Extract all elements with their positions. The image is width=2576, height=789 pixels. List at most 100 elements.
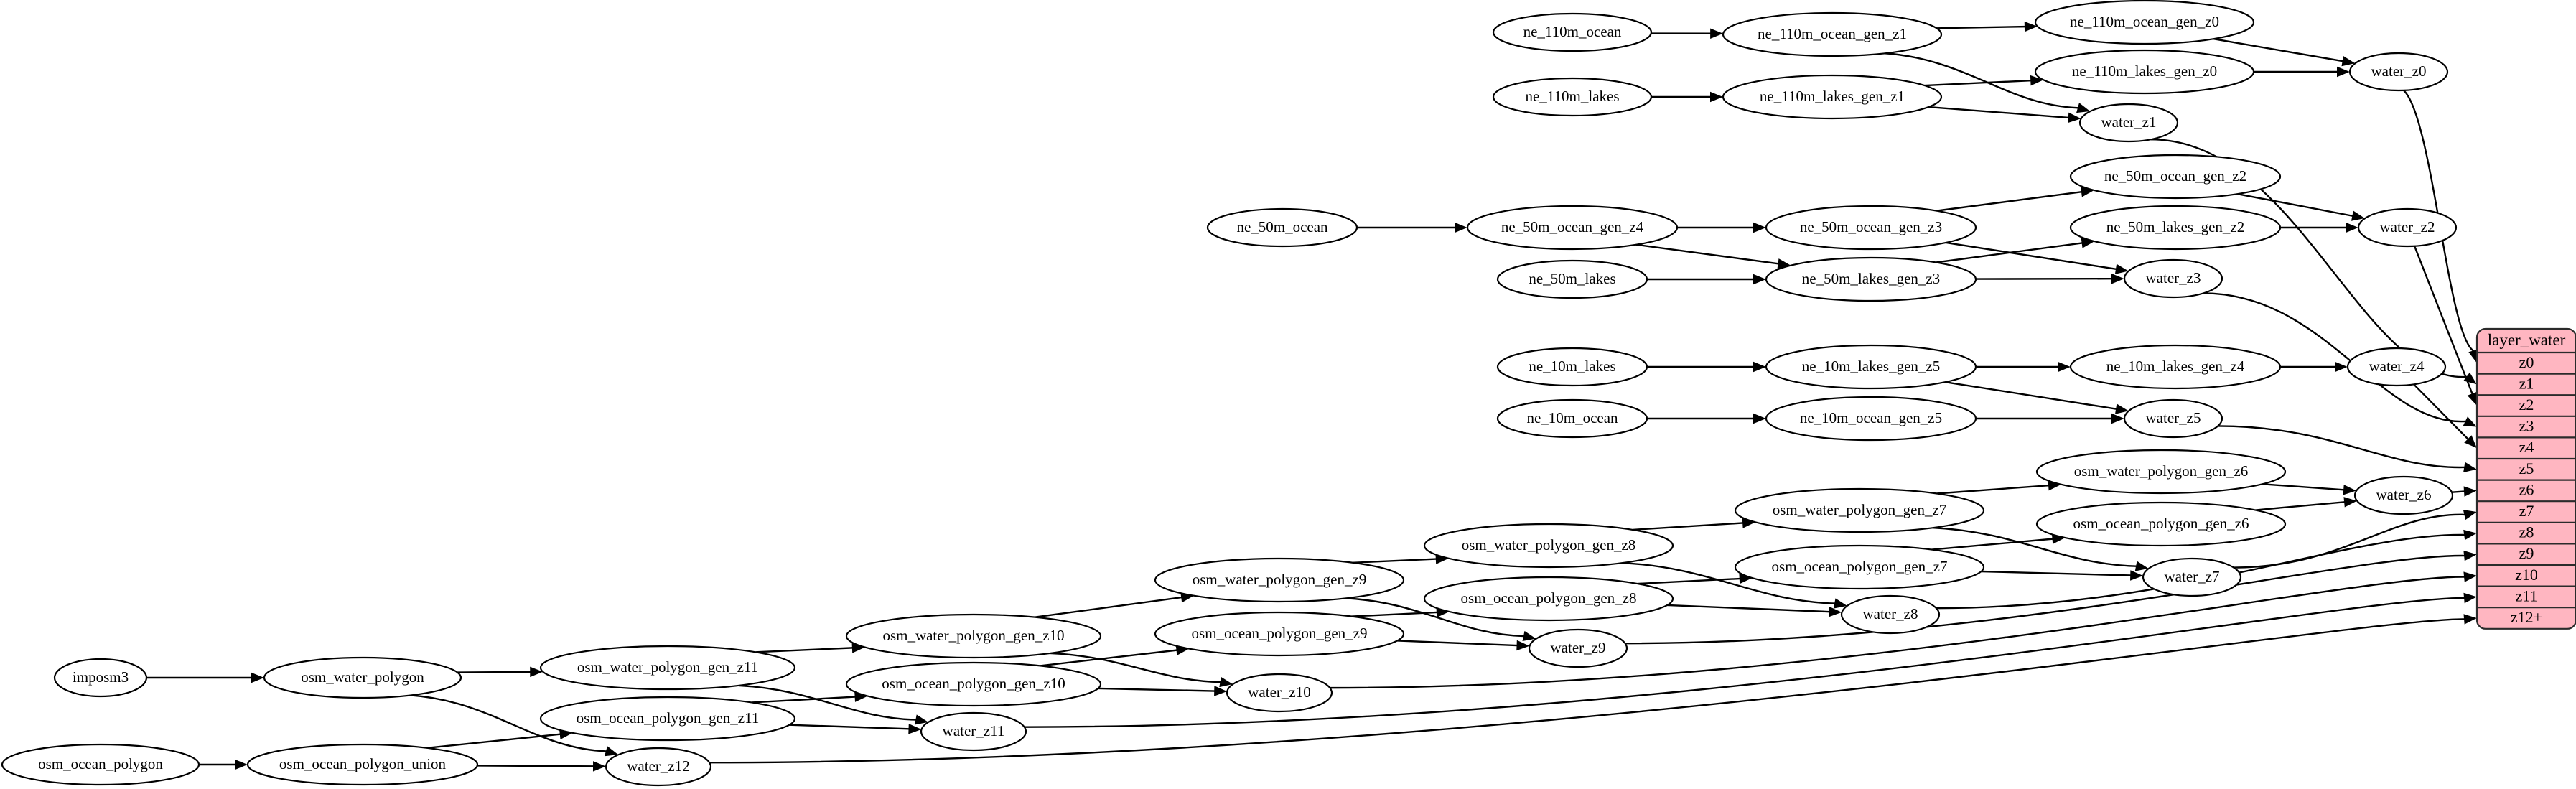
- node-label: ne_110m_ocean_gen_z1: [1758, 25, 1907, 42]
- node-water_z2[interactable]: water_z2: [2357, 207, 2458, 248]
- table-row-z0[interactable]: z0: [2519, 353, 2534, 371]
- table-row-z2[interactable]: z2: [2519, 396, 2534, 414]
- node-imposm3[interactable]: imposm3: [53, 658, 148, 698]
- edge-arrowhead: [604, 746, 619, 757]
- node-osm_water_polygon_gen_z9[interactable]: osm_water_polygon_gen_z9: [1154, 557, 1405, 603]
- node-ne_50m_lakes_gen_z3[interactable]: ne_50m_lakes_gen_z3: [1765, 256, 1977, 302]
- node-shape: [1154, 557, 1405, 603]
- table-row-z4[interactable]: z4: [2519, 438, 2534, 456]
- node-label: osm_water_polygon_gen_z11: [577, 658, 758, 676]
- edge-arrowhead: [2463, 416, 2477, 427]
- node-ne_110m_ocean[interactable]: ne_110m_ocean: [1492, 12, 1653, 52]
- edge-arrowhead: [2346, 222, 2358, 233]
- table-row-z9[interactable]: z9: [2519, 544, 2534, 562]
- table-row-z7[interactable]: z7: [2519, 502, 2534, 520]
- table-row-z5[interactable]: z5: [2519, 459, 2534, 477]
- node-ne_110m_ocean_gen_z0[interactable]: ne_110m_ocean_gen_z0: [2034, 0, 2255, 45]
- node-osm_ocean_polygon_gen_z8[interactable]: osm_ocean_polygon_gen_z8: [1423, 576, 1674, 622]
- node-ne_10m_lakes_gen_z4[interactable]: ne_10m_lakes_gen_z4: [2069, 344, 2282, 390]
- node-water_z8[interactable]: water_z8: [1840, 594, 1941, 635]
- node-shape: [1492, 77, 1653, 117]
- node-ne_50m_ocean_gen_z3[interactable]: ne_50m_ocean_gen_z3: [1765, 205, 1977, 251]
- node-ne_50m_ocean[interactable]: ne_50m_ocean: [1206, 207, 1358, 248]
- node-ne_110m_ocean_gen_z1[interactable]: ne_110m_ocean_gen_z1: [1722, 11, 1943, 57]
- node-osm_water_polygon[interactable]: osm_water_polygon: [263, 656, 462, 699]
- edge-arrowhead: [1833, 598, 1847, 609]
- node-ne_110m_lakes_gen_z1[interactable]: ne_110m_lakes_gen_z1: [1722, 74, 1943, 120]
- node-osm_ocean_polygon_gen_z10[interactable]: osm_ocean_polygon_gen_z10: [845, 661, 1102, 707]
- edge-arrowhead: [1516, 640, 1530, 651]
- node-water_z0[interactable]: water_z0: [2348, 52, 2449, 92]
- table-row-z8[interactable]: z8: [2519, 523, 2534, 541]
- node-water_z4[interactable]: water_z4: [2346, 347, 2447, 387]
- node-water_z11[interactable]: water_z11: [920, 711, 1027, 752]
- node-ne_50m_ocean_gen_z4[interactable]: ne_50m_ocean_gen_z4: [1466, 205, 1679, 251]
- node-shape: [2035, 501, 2287, 547]
- node-ne_50m_lakes[interactable]: ne_50m_lakes: [1496, 259, 1648, 299]
- edge-osm_ocean_polygon_gen_z8-to-water_z8: [1667, 604, 1830, 613]
- table-row-z12+[interactable]: z12+: [2511, 608, 2542, 626]
- node-shape: [1466, 205, 1679, 251]
- node-label: ne_110m_ocean: [1523, 23, 1622, 40]
- node-ne_10m_lakes[interactable]: ne_10m_lakes: [1496, 347, 1648, 387]
- edge-arrowhead: [2114, 263, 2129, 274]
- node-osm_ocean_polygon_gen_z7[interactable]: osm_ocean_polygon_gen_z7: [1734, 544, 1985, 590]
- node-water_z12[interactable]: water_z12: [605, 747, 712, 787]
- node-ne_110m_lakes_gen_z0[interactable]: ne_110m_lakes_gen_z0: [2034, 49, 2255, 95]
- node-water_z9[interactable]: water_z9: [1528, 628, 1628, 668]
- table-row-z1[interactable]: z1: [2519, 374, 2534, 392]
- node-osm_water_polygon_gen_z6[interactable]: osm_water_polygon_gen_z6: [2035, 449, 2287, 495]
- node-label: osm_water_polygon_gen_z6: [2074, 462, 2249, 480]
- node-ne_10m_ocean_gen_z5[interactable]: ne_10m_ocean_gen_z5: [1765, 396, 1977, 442]
- node-water_z5[interactable]: water_z5: [2123, 398, 2223, 439]
- node-label: osm_ocean_polygon_gen_z11: [577, 709, 760, 727]
- node-osm_ocean_polygon_gen_z6[interactable]: osm_ocean_polygon_gen_z6: [2035, 501, 2287, 547]
- node-shape: [1722, 74, 1943, 120]
- edge-water_z9-to-layer_water-z9: [1625, 554, 2465, 645]
- node-ne_50m_ocean_gen_z2[interactable]: ne_50m_ocean_gen_z2: [2069, 154, 2282, 200]
- node-shape: [1734, 544, 1985, 590]
- node-shape: [1496, 347, 1648, 387]
- node-shape: [1722, 11, 1943, 57]
- edge-water_z12-to-layer_water-z12+: [709, 618, 2465, 764]
- node-osm_ocean_polygon[interactable]: osm_ocean_polygon: [1, 743, 200, 786]
- edge-osm_water_polygon_gen_z6-to-water_z6: [2262, 483, 2344, 491]
- node-water_z10[interactable]: water_z10: [1226, 673, 1333, 713]
- node-ne_10m_ocean[interactable]: ne_10m_ocean: [1496, 398, 1648, 439]
- node-label: osm_water_polygon: [301, 668, 424, 686]
- edge-arrowhead: [2467, 391, 2478, 406]
- edge-ne_110m_lakes_gen_z1-to-water_z1: [1928, 106, 2069, 119]
- node-shape: [920, 711, 1027, 752]
- node-ne_110m_lakes[interactable]: ne_110m_lakes: [1492, 77, 1653, 117]
- table-row-z10[interactable]: z10: [2515, 566, 2538, 584]
- node-shape: [1765, 205, 1977, 251]
- node-ne_50m_lakes_gen_z2[interactable]: ne_50m_lakes_gen_z2: [2069, 205, 2282, 251]
- edge-arrowhead: [2463, 550, 2477, 561]
- node-water_z3[interactable]: water_z3: [2123, 258, 2223, 299]
- node-osm_water_polygon_gen_z7[interactable]: osm_water_polygon_gen_z7: [1734, 487, 1985, 533]
- edge-osm_water_polygon_gen_z8-to-water_z8: [1622, 561, 1835, 604]
- edge-ne_110m_ocean_gen_z0-to-water_z0: [2213, 38, 2343, 62]
- edge-osm_water_polygon_gen_z11-to-water_z11: [738, 684, 916, 721]
- node-shape: [2123, 258, 2223, 299]
- node-osm_water_polygon_gen_z8[interactable]: osm_water_polygon_gen_z8: [1423, 523, 1674, 569]
- node-osm_water_polygon_gen_z11[interactable]: osm_water_polygon_gen_z11: [539, 645, 796, 691]
- node-osm_ocean_polygon_gen_z9[interactable]: osm_ocean_polygon_gen_z9: [1154, 611, 1405, 657]
- node-label: water_z5: [2146, 409, 2201, 426]
- node-label: water_z4: [2369, 358, 2425, 375]
- table-row-z6[interactable]: z6: [2519, 480, 2534, 498]
- table-row-z3[interactable]: z3: [2519, 417, 2534, 435]
- node-osm_ocean_polygon_gen_z11[interactable]: osm_ocean_polygon_gen_z11: [539, 696, 796, 742]
- node-osm_ocean_polygon_union[interactable]: osm_ocean_polygon_union: [246, 743, 479, 786]
- node-label: water_z1: [2101, 113, 2157, 131]
- node-water_z1[interactable]: water_z1: [2078, 103, 2179, 143]
- node-water_z7[interactable]: water_z7: [2142, 557, 2242, 597]
- node-water_z6[interactable]: water_z6: [2353, 475, 2454, 515]
- node-osm_water_polygon_gen_z10[interactable]: osm_water_polygon_gen_z10: [845, 613, 1102, 659]
- node-label: imposm3: [73, 668, 129, 686]
- node-ne_10m_lakes_gen_z5[interactable]: ne_10m_lakes_gen_z5: [1765, 344, 1977, 390]
- edge-arrowhead: [2343, 485, 2356, 495]
- node-label: osm_water_polygon_gen_z7: [1773, 501, 1947, 518]
- table-row-z11[interactable]: z11: [2516, 587, 2538, 604]
